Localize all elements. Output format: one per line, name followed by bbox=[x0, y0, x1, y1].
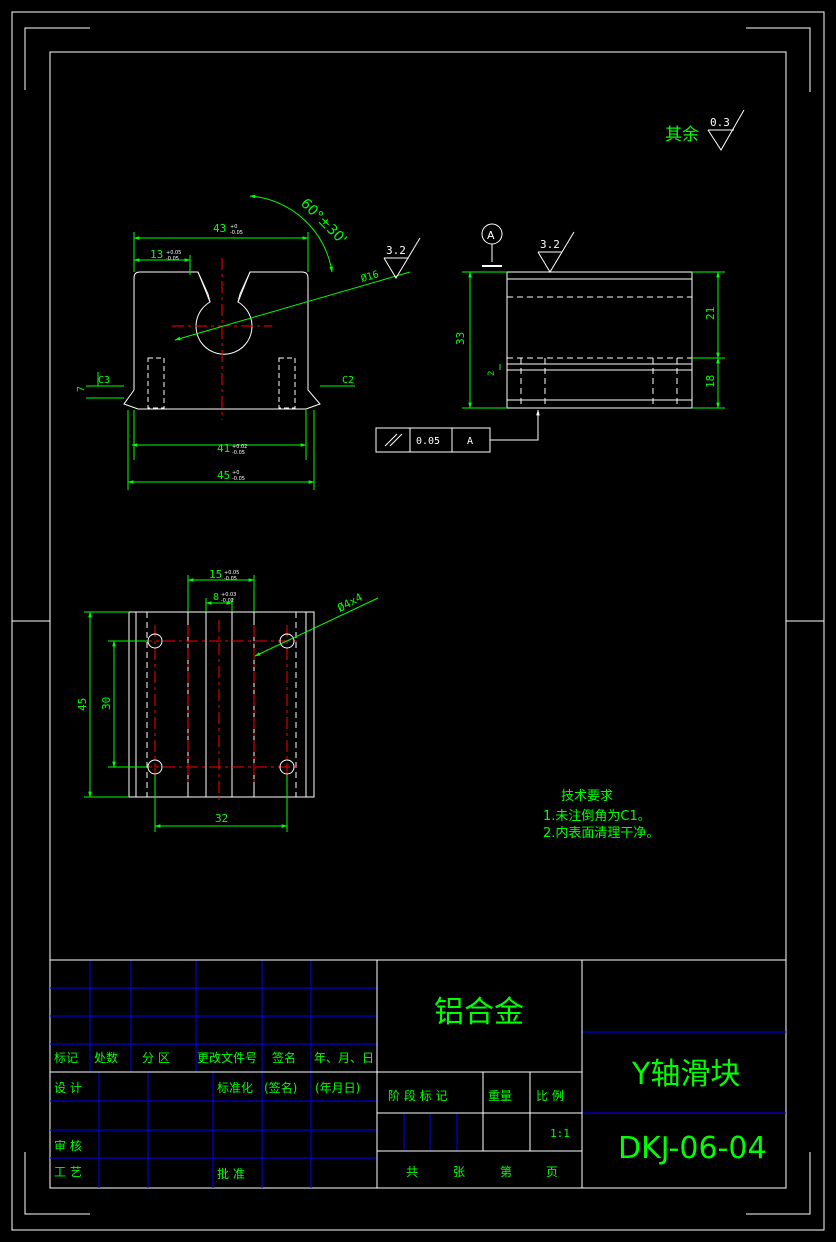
general-roughness-symbol: 其余 0.3 bbox=[665, 109, 745, 151]
tech-requirements: 技术要求 1.未注倒角为C1。 2.内表面清理干净。 bbox=[543, 789, 659, 841]
label-gongyi: 工 艺 bbox=[54, 1165, 82, 1179]
dim-top-width: 43 bbox=[213, 222, 226, 235]
label-nianyueri-paren: (年月日) bbox=[315, 1081, 360, 1095]
dim-slot-offset-tol-upper: +0.05 bbox=[166, 250, 181, 256]
label-pizhun: 批 准 bbox=[217, 1166, 245, 1181]
roughness-general-value: 0.3 bbox=[710, 116, 730, 129]
dim-width-15: 15 bbox=[209, 568, 222, 581]
label-zhongliang: 重量 bbox=[488, 1089, 512, 1103]
dim-top-tol-lower: -0.05 bbox=[230, 230, 243, 236]
dim-width-8: 8 bbox=[213, 592, 219, 603]
label-nianyueri: 年、月、日 bbox=[314, 1051, 374, 1065]
dim-slot-offset: 13 bbox=[150, 248, 163, 261]
dim-angle: 60°±30' bbox=[297, 196, 349, 248]
tech-requirement-1: 1.未注倒角为C1。 bbox=[543, 809, 651, 824]
side-view: A 3.2 33 21 18 2 bbox=[375, 223, 725, 453]
dim-height-45: 45 bbox=[76, 698, 89, 711]
label-di: 第 bbox=[500, 1165, 512, 1179]
datum-a-symbol: A bbox=[481, 223, 503, 267]
label-qianming: 签名 bbox=[272, 1050, 296, 1065]
roughness-general-prefix: 其余 bbox=[665, 125, 699, 145]
label-gong: 共 bbox=[406, 1165, 418, 1179]
dim-left-height: 7 bbox=[76, 386, 87, 392]
dim-lower: 18 bbox=[704, 375, 717, 388]
dim-top-tol-upper: +0 bbox=[230, 224, 237, 230]
scale-value: 1:1 bbox=[550, 1127, 570, 1140]
part-name: Y轴滑块 bbox=[631, 1057, 740, 1092]
label-fenqu: 分 区 bbox=[142, 1051, 170, 1065]
tech-requirement-2: 2.内表面清理干净。 bbox=[543, 825, 659, 841]
drawing-number: DKJ-06-04 bbox=[618, 1131, 767, 1166]
tolerance-value: 0.05 bbox=[416, 436, 440, 447]
dim-hole-spacing-h: 32 bbox=[215, 812, 228, 825]
dim-inner-width: 41 bbox=[217, 442, 230, 455]
label-zhang: 张 bbox=[453, 1165, 465, 1179]
tech-requirements-title: 技术要求 bbox=[561, 789, 613, 804]
dim-total-tol-upper: +0 bbox=[232, 470, 239, 476]
tolerance-datum: A bbox=[467, 436, 473, 447]
label-bili: 比 例 bbox=[536, 1089, 564, 1103]
dim-total-height: 33 bbox=[454, 332, 467, 345]
front-view-outline bbox=[123, 271, 321, 410]
dim-right-chamfer: C2 bbox=[342, 375, 354, 386]
label-biaoji: 标记 bbox=[54, 1051, 78, 1065]
dim-bore: Ø16 bbox=[360, 268, 381, 285]
front-roughness-value: 3.2 bbox=[386, 244, 406, 257]
bottom-view: 15 +0.05 -0.05 8 +0.03 -0.02 Ø4x4 45 30 … bbox=[76, 568, 379, 832]
dim-hole-spacing-v: 30 bbox=[100, 697, 113, 710]
label-sheji: 设 计 bbox=[54, 1081, 82, 1095]
front-view: 43 +0 -0.05 13 +0.05 -0.05 60°±30' Ø16 C… bbox=[76, 194, 421, 490]
dim-slot-offset-tol-lower: -0.05 bbox=[166, 256, 179, 262]
label-jieduan: 阶 段 标 记 bbox=[388, 1088, 447, 1103]
label-qianming-paren: (签名) bbox=[264, 1080, 297, 1095]
dim-left-chamfer: C3 bbox=[98, 375, 110, 386]
dim-width-8-tol-upper: +0.03 bbox=[221, 592, 236, 598]
front-roughness-symbol: 3.2 bbox=[383, 237, 421, 279]
label-ye: 页 bbox=[546, 1165, 558, 1179]
dim-width-8-tol-lower: -0.02 bbox=[221, 598, 234, 604]
material: 铝合金 bbox=[434, 995, 524, 1030]
label-biaozhunhua: 标准化 bbox=[217, 1081, 253, 1095]
dim-total-width: 45 bbox=[217, 469, 230, 482]
label-shenhe: 审 核 bbox=[54, 1138, 82, 1153]
dim-small: 2 bbox=[487, 371, 497, 376]
dim-inner-tol-upper: +0.02 bbox=[232, 444, 247, 450]
datum-a-label: A bbox=[487, 229, 495, 242]
label-chushu: 处数 bbox=[94, 1050, 118, 1065]
side-roughness-value: 3.2 bbox=[540, 238, 560, 251]
side-view-outline bbox=[506, 271, 693, 409]
sheet-frame bbox=[11, 11, 825, 1231]
dim-upper: 21 bbox=[704, 307, 717, 320]
tolerance-frame: 0.05 A bbox=[375, 409, 540, 453]
dim-total-tol-lower: -0.05 bbox=[232, 476, 245, 482]
bottom-view-outline bbox=[128, 611, 315, 798]
dim-width-15-tol-lower: -0.05 bbox=[224, 576, 237, 582]
title-block: 铝合金 Y轴滑块 DKJ-06-04 标记 处数 分 区 更改文件号 签名 年、… bbox=[50, 959, 786, 1188]
dim-inner-tol-lower: -0.05 bbox=[232, 450, 245, 456]
side-roughness-symbol: 3.2 bbox=[537, 231, 575, 273]
dim-width-15-tol-upper: +0.05 bbox=[224, 570, 239, 576]
label-gaiwenjian: 更改文件号 bbox=[197, 1050, 257, 1065]
